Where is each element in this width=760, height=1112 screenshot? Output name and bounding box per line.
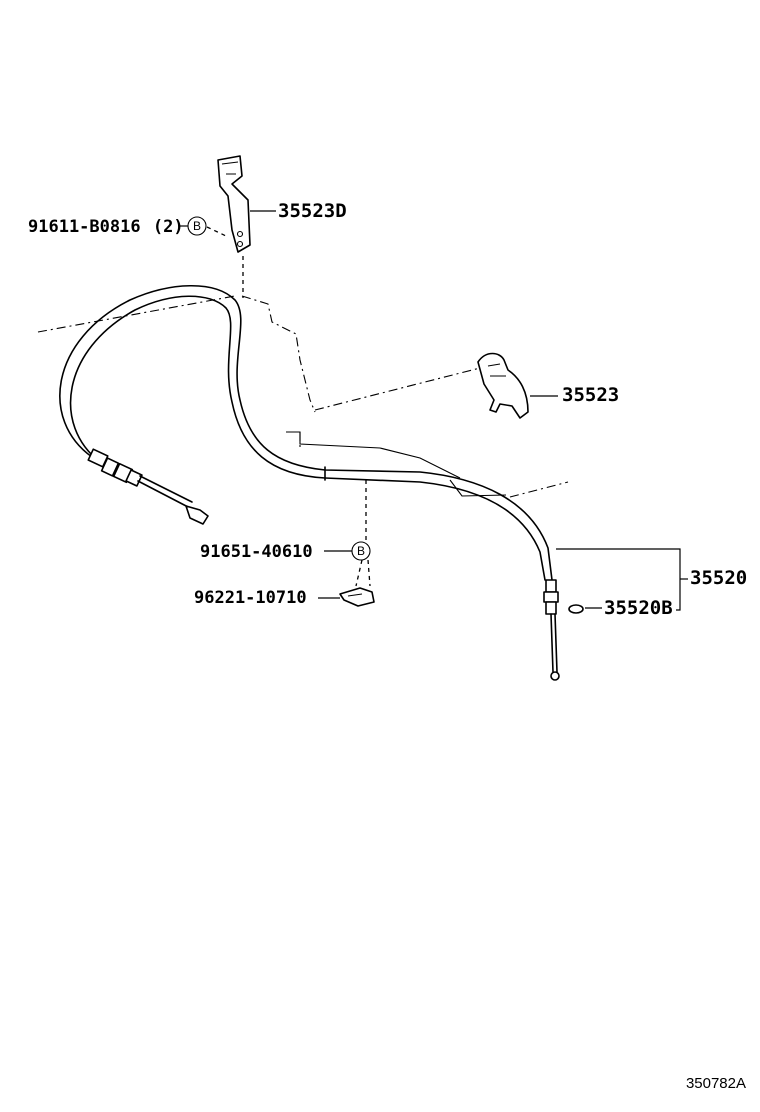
bracket-35523 [477, 352, 529, 419]
clamp-dotline-left [355, 559, 363, 587]
symbol-b-lower: B [351, 541, 371, 561]
label-35520: 35520 [690, 567, 747, 589]
washer-35520b [568, 604, 584, 614]
label-91651-40610: 91651-40610 [200, 542, 313, 562]
shift-cable [59, 285, 553, 581]
clip-96221 [339, 587, 375, 607]
label-35523: 35523 [562, 384, 619, 406]
figure-id: 350782A [686, 1075, 746, 1092]
bracket-35523d [217, 155, 251, 253]
label-35523d: 35523D [278, 200, 347, 222]
label-91611-b0816: 91611-B0816 (2) [28, 217, 184, 237]
phantom-outline [37, 295, 569, 498]
label-91611-part: 91611-B0816 [28, 217, 141, 237]
clamp-dotline-right [367, 559, 371, 587]
label-91611-qty: (2) [153, 217, 184, 237]
label-35520b: 35520B [604, 597, 673, 619]
symbol-b-lower-text: B [357, 544, 365, 558]
label-96221-10710: 96221-10710 [194, 588, 307, 608]
symbol-b-top-text: B [193, 219, 201, 233]
cable-end-right [543, 579, 560, 681]
cable-end-left [87, 448, 209, 525]
leaders [178, 210, 688, 611]
symbol-b-top: B [187, 216, 207, 236]
